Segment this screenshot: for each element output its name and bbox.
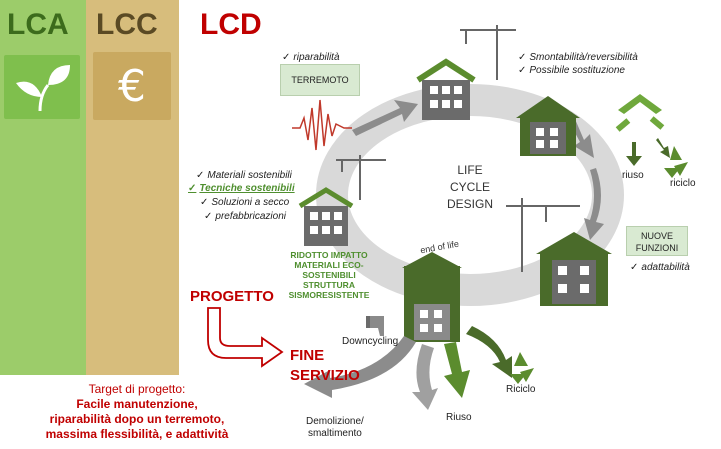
leaf-icon bbox=[16, 65, 70, 112]
note-soluzioni: ✓Soluzioni a secco bbox=[200, 197, 290, 208]
nuove-funzioni-callout: NUOVE FUNZIONI bbox=[626, 226, 688, 256]
target-line-4: massima flessibilità, e adattività bbox=[45, 427, 229, 441]
ridotto-line-1: RIDOTTO IMPATTO bbox=[290, 250, 368, 260]
check-icon: ✓ bbox=[282, 52, 291, 63]
house-right-icon bbox=[536, 232, 612, 306]
house-damaged-icon bbox=[416, 58, 476, 120]
fine-line-2: SERVIZIO bbox=[290, 367, 360, 384]
center-label: LIFE CYCLE DESIGN bbox=[424, 162, 516, 213]
label-riciclo-top: riciclo bbox=[670, 178, 696, 189]
seismic-wave-icon bbox=[292, 99, 352, 151]
ridotto-impatto-text: RIDOTTO IMPATTO MATERIALI ECO- SOSTENIBI… bbox=[284, 250, 374, 300]
target-text: Target di progetto: Facile manutenzione,… bbox=[6, 382, 268, 442]
check-icon: ✓ bbox=[200, 197, 209, 208]
note-smontabilita: ✓Smontabilità/reversibilità bbox=[518, 52, 638, 63]
house-top-right-icon bbox=[516, 96, 580, 156]
flow-arrow-icon bbox=[207, 307, 284, 368]
note-tecniche: ✓Tecniche sostenibili bbox=[188, 183, 295, 194]
house-left-icon bbox=[298, 187, 354, 246]
progetto-label: PROGETTO bbox=[190, 288, 274, 305]
recycle-icon-bottom bbox=[510, 352, 534, 384]
crane-right-icon bbox=[506, 198, 580, 272]
label-downcycling: Downcycling bbox=[342, 336, 399, 347]
note-riparabilita: ✓riparabilità bbox=[282, 52, 340, 63]
demolizione-line-2: smaltimento bbox=[307, 428, 362, 439]
lcc-title: LCC bbox=[96, 8, 158, 41]
note-prefabbricazioni: ✓prefabbricazioni bbox=[204, 211, 286, 222]
house-bottom-icon bbox=[402, 252, 462, 342]
fine-line-1: FINE bbox=[290, 347, 325, 364]
recycle-icon-top bbox=[664, 146, 688, 178]
label-riuso-bottom: Riuso bbox=[446, 412, 472, 423]
arrow-riciclo-bottom bbox=[466, 326, 512, 378]
check-icon: ✓ bbox=[518, 65, 527, 76]
arrow-riciclo bbox=[656, 138, 670, 158]
label-riciclo-bottom: Riciclo bbox=[506, 384, 536, 395]
nuove-funzioni-line-2: FUNZIONI bbox=[635, 243, 679, 253]
note-materiali: ✓Materiali sostenibili bbox=[196, 170, 292, 181]
center-line-2: CYCLE bbox=[449, 180, 490, 194]
label-riuso-top: riuso bbox=[622, 170, 644, 181]
euro-tile: € bbox=[93, 52, 171, 120]
euro-icon: € bbox=[118, 60, 146, 112]
target-line-3: riparabilità dopo un terremoto, bbox=[49, 412, 225, 426]
label-demolizione: Demolizione/ smaltimento bbox=[306, 416, 364, 440]
target-line-2: Facile manutenzione, bbox=[76, 397, 198, 411]
fine-servizio-label: FINE SERVIZIO bbox=[290, 346, 360, 386]
target-line-1: Target di progetto: bbox=[88, 382, 186, 396]
center-line-1: LIFE bbox=[457, 163, 483, 177]
check-icon: ✓ bbox=[630, 262, 639, 273]
check-icon: ✓ bbox=[204, 211, 213, 222]
ridotto-line-3: SOSTENIBILI bbox=[302, 270, 356, 280]
center-line-3: DESIGN bbox=[446, 197, 493, 211]
check-icon: ✓ bbox=[196, 170, 205, 181]
lcd-title: LCD bbox=[200, 8, 262, 41]
arrow-demolizione bbox=[304, 336, 416, 398]
leaf-tile bbox=[4, 55, 80, 119]
check-icon: ✓ bbox=[518, 52, 527, 63]
arrow-riuso bbox=[444, 342, 470, 398]
note-sostituzione: ✓Possibile sostituzione bbox=[518, 65, 625, 76]
ring-arrow-right bbox=[584, 168, 604, 240]
arrow-down-riuso bbox=[626, 142, 642, 166]
ring-arrow-top-left bbox=[352, 100, 418, 136]
lca-title: LCA bbox=[7, 8, 69, 41]
note-adattabilita: ✓adattabilità bbox=[630, 262, 690, 273]
roof-parts-icon bbox=[615, 94, 665, 132]
thumbs-down-icon bbox=[366, 316, 384, 336]
check-icon: ✓ bbox=[188, 183, 197, 194]
ridotto-line-4: STRUTTURA bbox=[303, 280, 355, 290]
ridotto-line-2: MATERIALI ECO- bbox=[294, 260, 364, 270]
nuove-funzioni-line-1: NUOVE bbox=[640, 231, 673, 241]
crane-left-icon bbox=[336, 155, 386, 200]
terremoto-callout: TERREMOTO bbox=[280, 64, 360, 96]
arrow-smaltimento bbox=[412, 344, 438, 410]
demolizione-line-1: Demolizione/ bbox=[306, 416, 364, 427]
crane-top-icon bbox=[460, 25, 516, 80]
ridotto-line-5: SISMORESISTENTE bbox=[288, 290, 370, 300]
